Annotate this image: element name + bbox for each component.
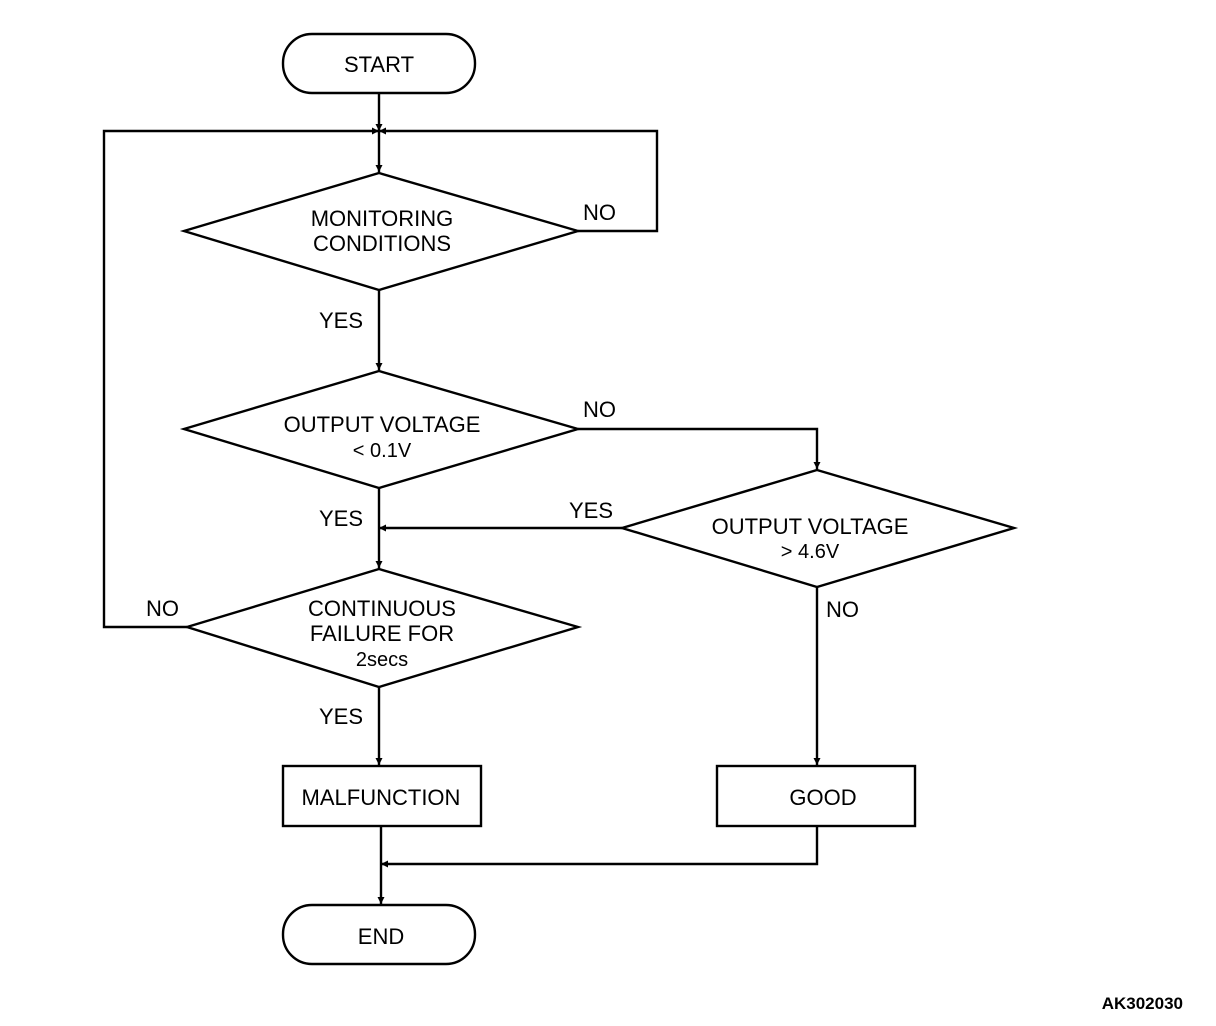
low-voltage-label-line1: OUTPUT VOLTAGE xyxy=(284,412,481,437)
figure-code: AK302030 xyxy=(1102,994,1183,1013)
high-voltage-label-line2: > 4.6V xyxy=(781,541,840,563)
continuous-label-line3: 2secs xyxy=(356,649,408,671)
low-yes-label: YES xyxy=(319,506,363,531)
malfunction-label: MALFUNCTION xyxy=(302,785,461,810)
continuous-no-label: NO xyxy=(146,596,179,621)
monitoring-no-label: NO xyxy=(583,200,616,225)
monitoring-yes-label: YES xyxy=(319,308,363,333)
low-voltage-label-line2: < 0.1V xyxy=(353,440,412,462)
connector-continuous-no-loop xyxy=(102,127,379,629)
continuous-yes-label: YES xyxy=(319,704,363,729)
high-voltage-label-line1: OUTPUT VOLTAGE xyxy=(712,514,909,539)
continuous-label-line1: CONTINUOUS xyxy=(308,596,456,621)
good-label: GOOD xyxy=(789,785,856,810)
monitoring-label-line2: CONDITIONS xyxy=(313,231,451,256)
connector-low-no xyxy=(578,427,821,469)
start-label: START xyxy=(344,52,414,77)
connector-monitoring-no-loop xyxy=(379,127,659,233)
end-terminal xyxy=(281,903,477,966)
monitoring-label-line1: MONITORING xyxy=(311,206,454,231)
low-no-label: NO xyxy=(583,397,616,422)
connector-good-to-end xyxy=(381,826,819,868)
high-yes-label: YES xyxy=(569,498,613,523)
continuous-label-line2: FAILURE FOR xyxy=(310,621,454,646)
high-no-label: NO xyxy=(826,597,859,622)
good-box xyxy=(715,764,917,828)
end-label: END xyxy=(358,924,404,949)
